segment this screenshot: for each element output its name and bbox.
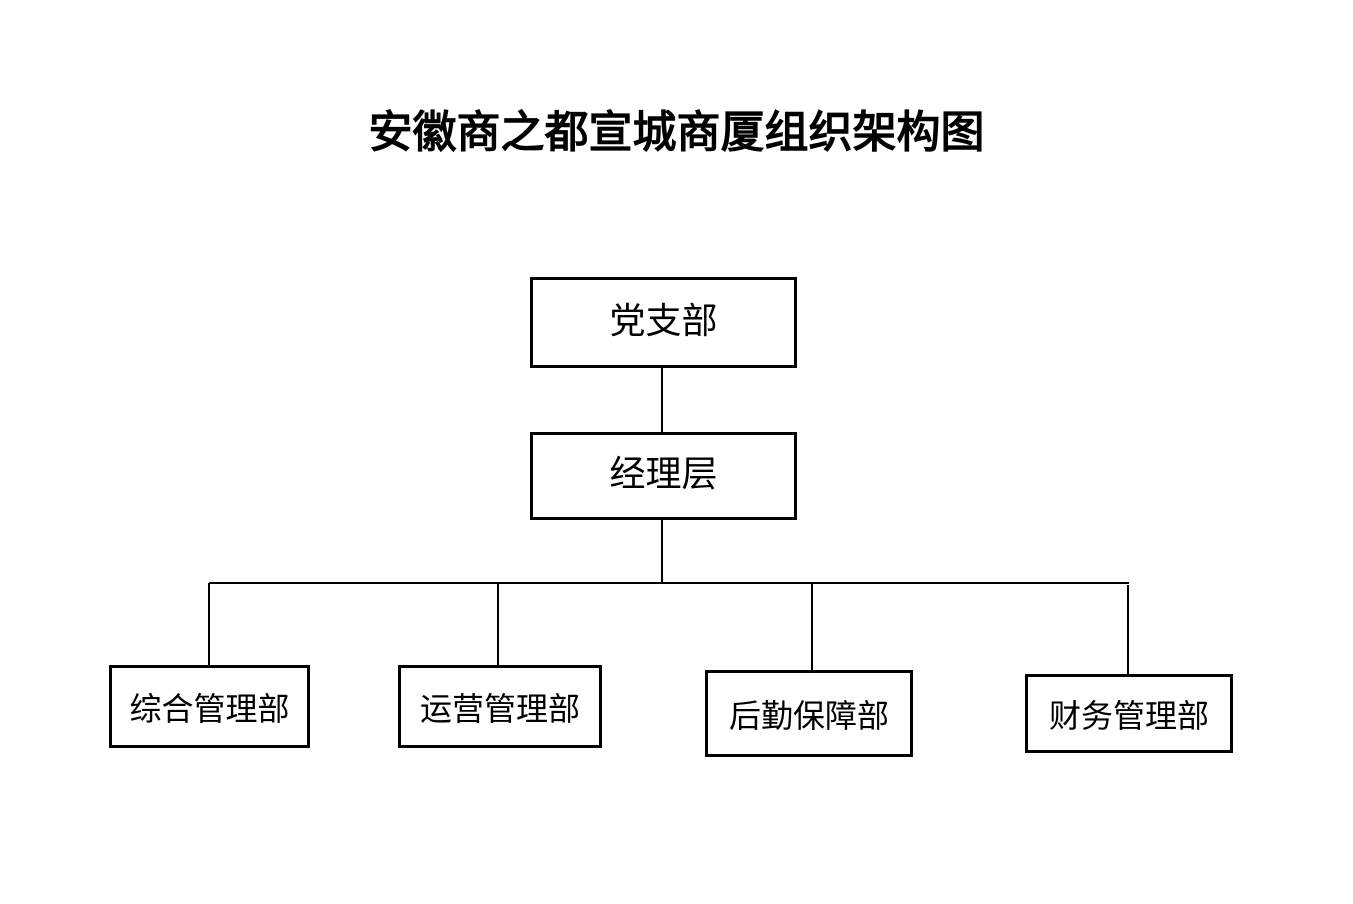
connector-manager-to-rail — [661, 520, 663, 583]
connector-rail-to-logistics-dept — [811, 584, 813, 670]
org-node-party-branch: 党支部 — [530, 277, 797, 368]
connector-rail-to-operations-dept — [497, 583, 499, 665]
org-node-logistics-dept: 后勤保障部 — [705, 670, 913, 757]
org-node-general-admin-dept: 综合管理部 — [109, 665, 310, 748]
connector-rail-to-general-admin-dept — [208, 583, 210, 665]
connector-party-to-manager — [661, 368, 663, 432]
org-node-management-level: 经理层 — [530, 432, 797, 520]
org-node-finance-dept: 财务管理部 — [1025, 674, 1233, 753]
connector-horizontal-rail — [209, 582, 1129, 584]
org-node-operations-dept: 运营管理部 — [398, 665, 602, 748]
connector-rail-to-finance-dept — [1127, 585, 1129, 674]
page-title: 安徽商之都宣城商厦组织架构图 — [368, 108, 985, 157]
